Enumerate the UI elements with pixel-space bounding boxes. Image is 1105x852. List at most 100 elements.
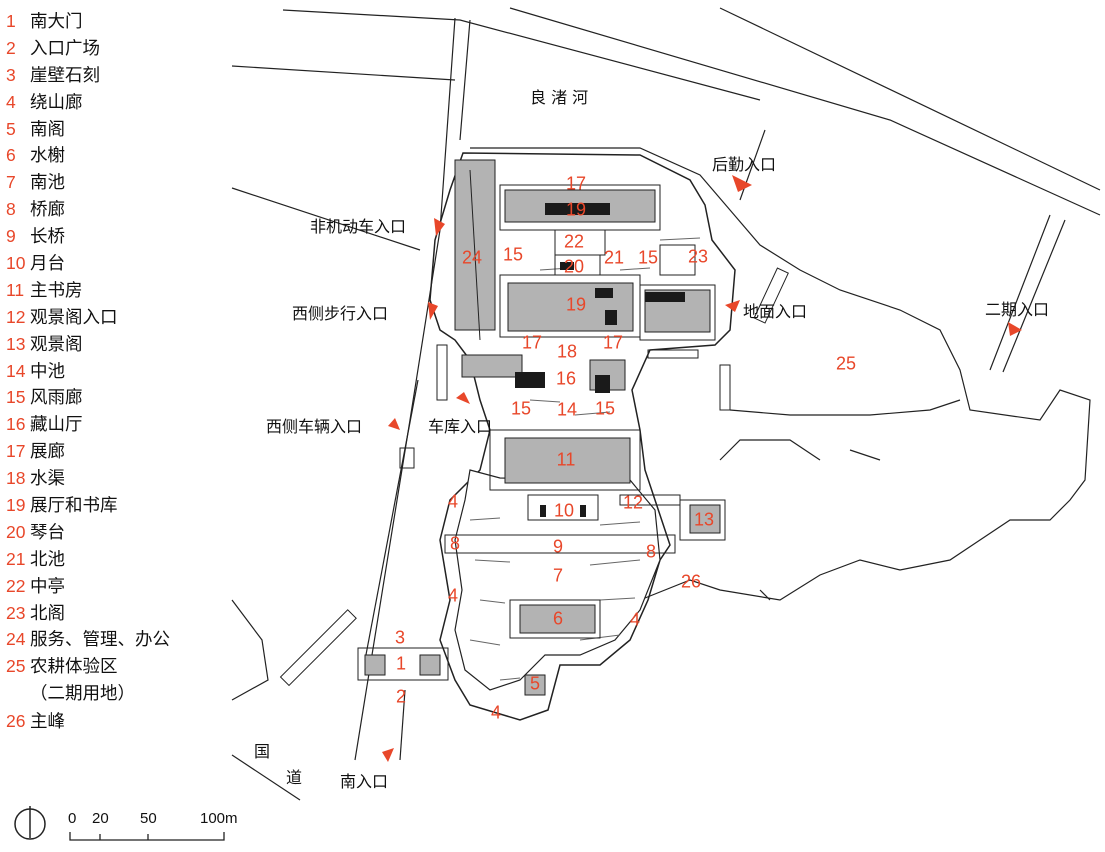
plan-mark: 11: [556, 449, 576, 470]
legend-number: 19: [6, 495, 26, 516]
scale-bar: 0 20 50 100m: [8, 806, 258, 846]
label-south-entrance: 南入口: [340, 772, 389, 791]
plan-mark: 19: [565, 294, 587, 315]
legend-number: 22: [6, 575, 26, 596]
plan-mark: 17: [602, 332, 624, 353]
plan-mark: 12: [622, 492, 644, 513]
legend-label: 主书房: [30, 280, 83, 301]
plan-mark: 22: [563, 231, 585, 252]
plan-mark: 14: [556, 399, 578, 420]
plan-mark: 1: [395, 653, 407, 674]
scale-tick-20: 20: [92, 810, 109, 827]
legend-label: 风雨廊: [30, 388, 83, 409]
legend-label: 观景阁: [30, 334, 83, 355]
plan-mark: 15: [637, 247, 659, 268]
legend-label: 入口广场: [30, 38, 100, 59]
label-phase2-entrance: 二期入口: [985, 300, 1050, 319]
legend-label: 北阁: [30, 603, 65, 624]
legend-number: 20: [6, 521, 26, 542]
legend-number: 26: [6, 711, 26, 732]
legend-label: 农耕体验区: [30, 657, 118, 678]
legend-number: 4: [6, 91, 16, 112]
buildings: [364, 159, 721, 696]
plan-mark: 24: [461, 247, 483, 268]
label-nonmotor-entrance: 非机动车入口: [310, 217, 407, 236]
legend-label: 月台: [30, 254, 65, 275]
plan-mark: 4: [447, 585, 459, 606]
legend-label: 水榭: [30, 146, 65, 167]
north-arrow: [14, 806, 46, 840]
plan-mark: 2: [395, 686, 407, 707]
plan-mark: 20: [563, 256, 585, 277]
label-garage-entrance: 车库入口: [428, 417, 493, 436]
label-river: 良 渚 河: [530, 88, 589, 107]
legend-label: 藏山厅: [30, 415, 83, 436]
legend-label: 北池: [30, 549, 65, 570]
label-road-b: 道: [286, 768, 303, 787]
plan-mark: 21: [603, 247, 625, 268]
legend-number: 7: [6, 172, 16, 193]
legend-number: 17: [6, 441, 26, 462]
plan-mark: 26: [680, 571, 702, 592]
label-west-vehicle-entrance: 西侧车辆入口: [266, 417, 363, 436]
plan-mark: 16: [555, 368, 577, 389]
legend-number: 2: [6, 37, 16, 58]
legend-label: 中亭: [30, 576, 65, 597]
label-west-ped-entrance: 西侧步行入口: [292, 304, 389, 323]
dark-volumes: [515, 203, 685, 517]
plan-mark: 18: [556, 341, 578, 362]
plan-mark: 9: [552, 536, 564, 557]
legend-number: 12: [6, 306, 26, 327]
legend-number: 24: [6, 629, 26, 650]
scale-tick-50: 50: [140, 810, 157, 827]
legend-number: 9: [6, 226, 16, 247]
legend-number: 13: [6, 333, 26, 354]
legend-label: 服务、管理、办公: [30, 630, 170, 651]
plan-mark: 10: [553, 500, 575, 521]
legend-label: 南池: [30, 173, 65, 194]
legend-label: 琴台: [30, 522, 65, 543]
legend-number: 14: [6, 360, 26, 381]
legend-label: 观景阁入口: [30, 307, 118, 328]
plan-mark: 17: [565, 173, 587, 194]
scale-line: [69, 832, 225, 841]
legend-item: 2 入口广场: [6, 35, 236, 62]
plan-mark: 19: [565, 199, 587, 220]
ramps: [279, 267, 789, 687]
legend-number: 23: [6, 602, 26, 623]
legend-number: 11: [6, 279, 25, 300]
legend-number: 1: [6, 11, 16, 31]
legend-number: 5: [6, 118, 16, 139]
plan-mark: 7: [552, 565, 564, 586]
plan-mark: 4: [490, 702, 502, 723]
label-basement-entrance: 地面入口: [743, 302, 808, 321]
legend-label: 崖壁石刻: [30, 65, 100, 86]
label-logistics-entrance: 后勤入口: [712, 155, 777, 174]
legend-number: 16: [6, 414, 26, 435]
plan-mark: 15: [510, 398, 532, 419]
plan-mark: 4: [629, 609, 641, 630]
plan-mark: 8: [449, 533, 461, 554]
plan-mark: 6: [552, 608, 564, 629]
road-lines: [231, 7, 1101, 801]
south-pond: [454, 469, 661, 691]
legend-item: 7 南池: [6, 169, 236, 196]
